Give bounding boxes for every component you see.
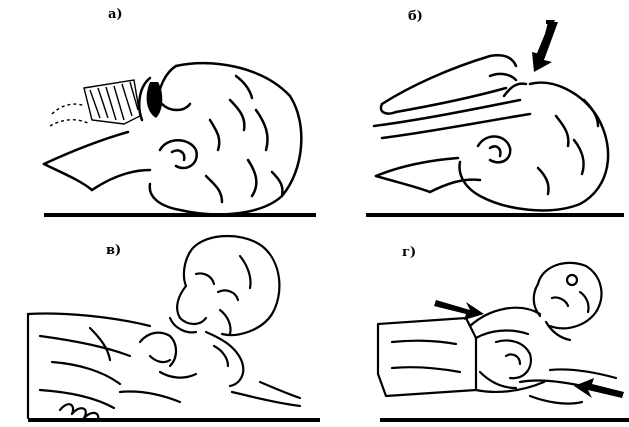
illustration-head-tilted-mouth-open: [0, 0, 320, 222]
panel-d: г): [320, 222, 629, 427]
illustration-mouth-to-nose-with-arrows: [320, 222, 629, 427]
illustration-head-tilted-back-airway: [320, 0, 629, 222]
illustration-rescuer-mouth-to-mouth: [0, 222, 320, 427]
panel-c: в): [0, 222, 320, 427]
panel-a: а): [0, 0, 320, 222]
panel-b: б): [320, 0, 629, 222]
